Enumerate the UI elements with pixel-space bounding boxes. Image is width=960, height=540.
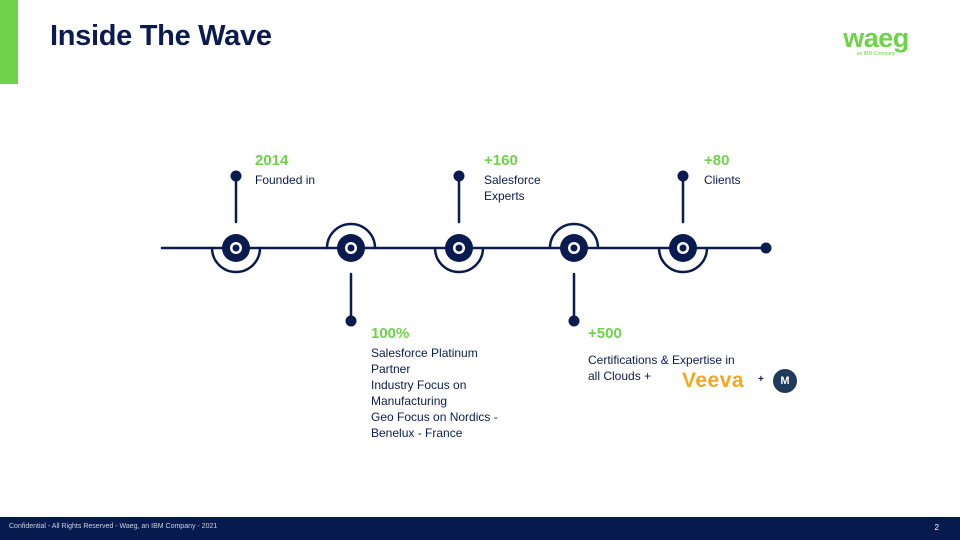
timeline-end-dot — [760, 242, 772, 254]
logo-tagline: an IBM Company — [856, 51, 896, 57]
arc-100 — [325, 222, 377, 250]
milestone-500: +500 Certifications & Expertise in all C… — [588, 325, 735, 384]
milestone-description: Salesforce Platinum Partner Industry Foc… — [371, 346, 498, 440]
dot-500 — [568, 315, 580, 327]
veeva-logo: Veeva — [682, 369, 745, 392]
milestone-number: +80 — [704, 152, 730, 169]
arc-2014 — [210, 246, 262, 274]
milestone-description: Founded in — [255, 173, 316, 187]
milestone-description: Certifications & Expertise in all Clouds… — [588, 353, 735, 383]
waeg-logo: waeg an IBM Company — [836, 23, 916, 58]
dot-80 — [677, 170, 689, 182]
plus-sign: + — [758, 374, 764, 385]
footer-bar: Confidential - All Rights Reserved - Wae… — [0, 517, 960, 540]
milestone-160: +160 Salesforce Experts — [484, 152, 541, 204]
milestone-number: 2014 — [255, 152, 289, 169]
footer-confidential-text: Confidential - All Rights Reserved - Wae… — [9, 523, 218, 530]
arc-500 — [548, 222, 600, 250]
milestone-number: 100% — [371, 325, 410, 342]
logo-wordmark: waeg — [843, 23, 909, 53]
dot-160 — [453, 170, 465, 182]
milestone-100: 100% Salesforce Platinum Partner Industr… — [371, 325, 498, 441]
page-number: 2 — [934, 523, 939, 532]
arc-80 — [657, 246, 709, 274]
milestone-number: +500 — [588, 325, 622, 342]
milestone-description: Clients — [704, 173, 741, 187]
milestone-number: +160 — [484, 152, 518, 169]
nodes — [222, 234, 697, 262]
milestone-2014: 2014 Founded in — [255, 152, 315, 188]
mulesoft-icon: M — [773, 369, 797, 393]
page-title: Inside The Wave — [50, 20, 272, 52]
dot-2014 — [230, 170, 242, 182]
arc-160 — [433, 246, 485, 274]
accent-bar — [0, 0, 18, 84]
milestone-80: +80 Clients — [704, 152, 741, 188]
milestone-description: Salesforce Experts — [484, 173, 541, 203]
dot-100 — [345, 315, 357, 327]
